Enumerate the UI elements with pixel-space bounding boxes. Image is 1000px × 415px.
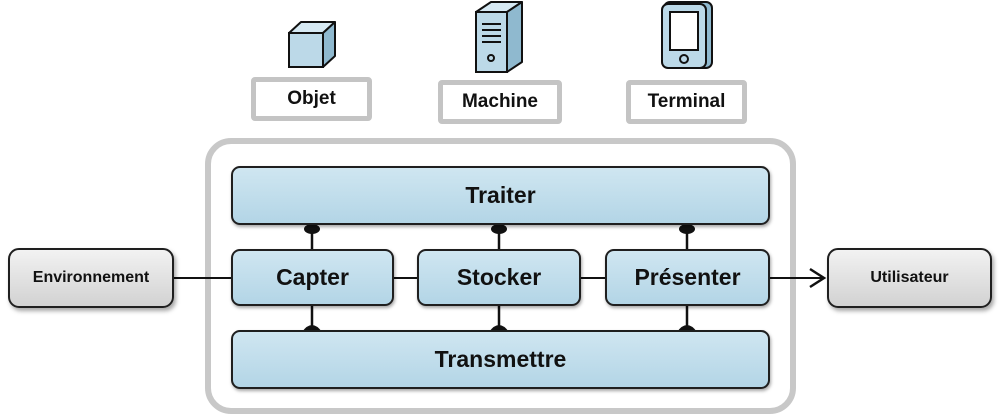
- terminal-label: Terminal: [626, 80, 747, 124]
- traiter-block: Traiter: [231, 166, 770, 225]
- stocker-block: Stocker: [417, 249, 581, 306]
- cube-icon: [288, 21, 336, 68]
- utilisateur-label: Utilisateur: [870, 269, 949, 286]
- capter-block: Capter: [231, 249, 394, 306]
- presenter-block: Présenter: [605, 249, 770, 306]
- environnement-box: Environnement: [8, 248, 174, 308]
- device-icons-layer: [288, 1, 713, 73]
- capter-label: Capter: [276, 264, 349, 290]
- server-icon: [475, 1, 523, 73]
- objet-label-text: Objet: [287, 88, 336, 109]
- transmettre-label: Transmettre: [434, 346, 567, 372]
- stocker-label: Stocker: [456, 264, 542, 290]
- machine-label-text: Machine: [461, 91, 539, 112]
- machine-label: Machine: [438, 80, 562, 124]
- presenter-label: Présenter: [634, 264, 741, 290]
- tablet-icon: [661, 1, 713, 69]
- objet-label: Objet: [251, 77, 372, 121]
- transmettre-block: Transmettre: [231, 330, 770, 389]
- traiter-label: Traiter: [465, 182, 536, 208]
- environnement-label: Environnement: [32, 269, 150, 286]
- terminal-label-text: Terminal: [647, 91, 726, 112]
- utilisateur-box: Utilisateur: [827, 248, 992, 308]
